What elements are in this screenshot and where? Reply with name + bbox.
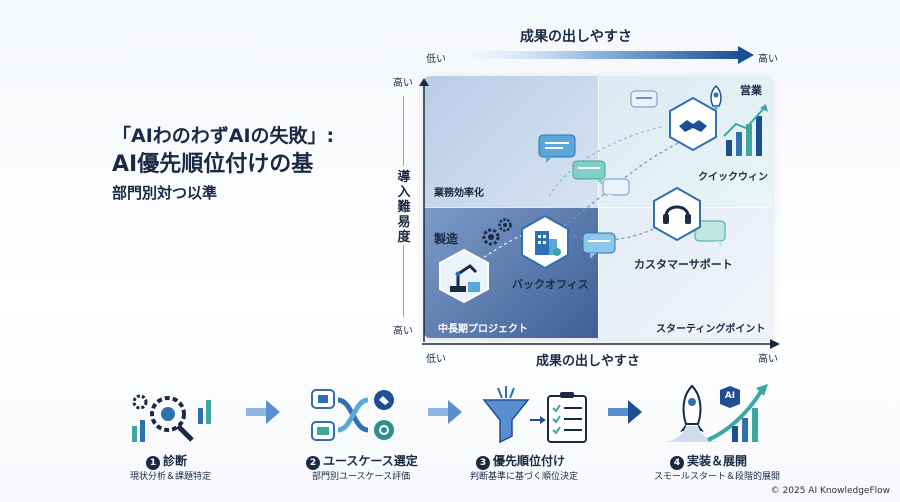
x-axis-title-top: 成果の出しやすさ bbox=[520, 29, 632, 45]
step-3-title-text: 優先順位付け bbox=[493, 454, 566, 468]
prioritization-icon bbox=[482, 386, 587, 444]
y-axis-title: 導入難易度 bbox=[397, 170, 411, 245]
step-4-number: 4 bbox=[670, 456, 684, 470]
bar-chart-icon bbox=[723, 104, 768, 156]
step-1-subtitle: 現状分析＆課題特定 bbox=[130, 472, 212, 482]
chat-bubble-icon bbox=[582, 232, 616, 259]
dept-label-customer-support: カスタマーサポート bbox=[634, 258, 733, 271]
step-1-title-text: 診断 bbox=[163, 454, 188, 468]
matrix-divider-horizontal bbox=[424, 207, 772, 208]
y-axis-high-bottom: 高い bbox=[393, 326, 413, 337]
x-axis-low-bottom: 低い bbox=[426, 354, 446, 365]
rocket-icon bbox=[710, 84, 722, 111]
chat-bubble-icon bbox=[572, 160, 606, 185]
chat-bubble-icon bbox=[694, 220, 726, 247]
robot-arm-icon bbox=[439, 248, 489, 304]
use-case-selection-icon bbox=[311, 389, 394, 441]
building-icon bbox=[521, 214, 569, 270]
y-axis-matrix-line bbox=[419, 78, 429, 342]
dept-label-back-office: バックオフィス bbox=[512, 278, 589, 291]
arrow-right-icon bbox=[608, 400, 642, 424]
chat-bubble-icon bbox=[602, 178, 630, 200]
ai-badge-label: AI bbox=[724, 391, 736, 401]
title-block: 「AIわのわずAIの失敗」: AI優先順位付けの基 部門別対つ以準 bbox=[112, 124, 342, 204]
step-3-number: 3 bbox=[476, 456, 490, 470]
x-axis-high-top: 高い bbox=[758, 54, 778, 65]
step-3-subtitle: 判断基準に基づく順位決定 bbox=[470, 472, 579, 482]
headset-icon bbox=[653, 186, 701, 242]
y-axis-high-top: 高い bbox=[393, 78, 413, 89]
x-axis-high-bottom: 高い bbox=[758, 354, 778, 365]
step-1-number: 1 bbox=[146, 456, 160, 470]
gear-icon bbox=[498, 218, 512, 232]
step-4-title-text: 実装＆展開 bbox=[687, 454, 748, 468]
step-4-subtitle: スモールスタート＆段階的展開 bbox=[654, 472, 781, 482]
quadrant-label-long-term: 中長期プロジェクト bbox=[438, 324, 528, 335]
quadrant-label-efficiency: 業務効率化 bbox=[434, 188, 484, 199]
priority-matrix: 営業 業務効率化 クイックウィン bbox=[424, 76, 772, 338]
quadrant-label-quick-win: クイックウィン bbox=[698, 172, 768, 183]
gear-icon bbox=[482, 228, 500, 246]
dept-label-sales: 営業 bbox=[740, 84, 762, 97]
step-2-subtitle: 部門別ユースケース評価 bbox=[312, 472, 411, 482]
x-axis-title-bottom: 成果の出しやすさ bbox=[536, 354, 640, 369]
chat-bubble-icon bbox=[630, 90, 658, 108]
arrow-right-icon bbox=[428, 400, 462, 424]
y-axis-line-upper bbox=[403, 96, 404, 166]
diagnosis-icon bbox=[132, 394, 211, 442]
dept-label-manufacturing: 製造 bbox=[434, 232, 459, 246]
quadrant-label-starting-point: スターティングポイント bbox=[656, 324, 766, 335]
x-axis-bottom-arrow bbox=[422, 339, 780, 349]
x-axis-gradient-arrow bbox=[448, 46, 754, 64]
step-2-number: 2 bbox=[306, 456, 320, 470]
title-line-2: AI優先順位付けの基 bbox=[112, 152, 314, 177]
copyright: © 2025 AI KnowledgeFlow bbox=[770, 486, 890, 496]
deployment-icon bbox=[666, 384, 768, 442]
step-2-title-text: ユースケース選定 bbox=[323, 454, 418, 468]
arrow-right-icon bbox=[246, 400, 280, 424]
y-axis-line-lower bbox=[403, 245, 404, 317]
title-line-1: 「AIわのわずAIの失敗」: bbox=[112, 125, 335, 147]
chat-bubble-icon bbox=[538, 134, 576, 163]
x-axis-low-top: 低い bbox=[426, 54, 446, 65]
title-line-3: 部門別対つ以準 bbox=[112, 184, 218, 202]
